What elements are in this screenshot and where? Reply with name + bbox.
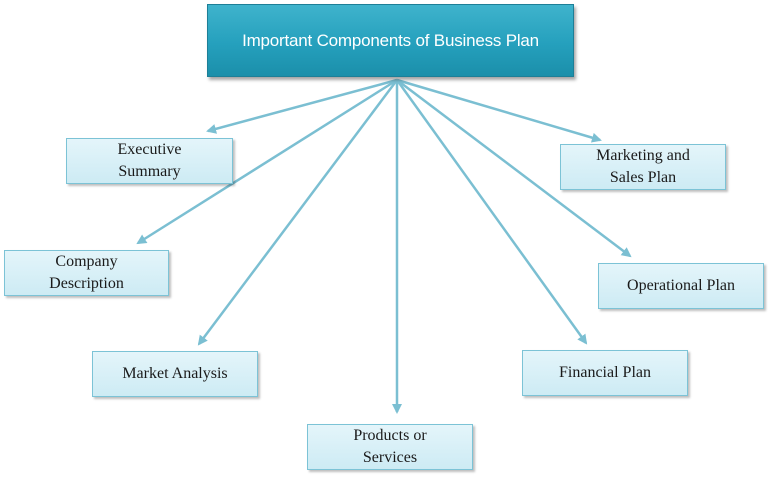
node-label-line: Description: [49, 275, 124, 292]
node-label-line: Products or: [353, 427, 427, 444]
node-market-analysis: Market Analysis: [92, 351, 258, 397]
node-label-line: Executive: [117, 141, 182, 158]
node-label-line: Services: [362, 449, 418, 466]
arrow-company-description: [136, 78, 398, 245]
node-marketing-and-sales-plan: Marketing and Sales Plan: [560, 144, 726, 190]
node-products-or-services: Products or Services: [307, 424, 473, 470]
node-financial-plan: Financial Plan: [522, 350, 688, 396]
node-label-line: Financial Plan: [559, 364, 651, 381]
node-label-line: Operational Plan: [627, 277, 735, 294]
node-operational-plan: Operational Plan: [598, 263, 764, 309]
arrow-market-analysis: [197, 79, 398, 346]
arrow-executive-summary: [206, 78, 398, 134]
root-node-business-plan: Important Components of Business Plan: [207, 4, 574, 77]
arrow-marketing-and-sales-plan: [396, 78, 602, 143]
arrow-financial-plan: [395, 79, 588, 345]
node-company-description: Company Description: [4, 250, 169, 296]
root-node-label: Important Components of Business Plan: [242, 30, 539, 50]
node-label-line: Company: [55, 253, 118, 270]
node-executive-summary: Executive Summary: [66, 138, 233, 184]
node-label-line: Market Analysis: [122, 365, 228, 382]
node-label-line: Summary: [118, 163, 181, 180]
node-label-line: Marketing and: [596, 147, 690, 164]
node-label-line: Sales Plan: [609, 169, 677, 186]
arrow-operational-plan: [396, 79, 632, 258]
